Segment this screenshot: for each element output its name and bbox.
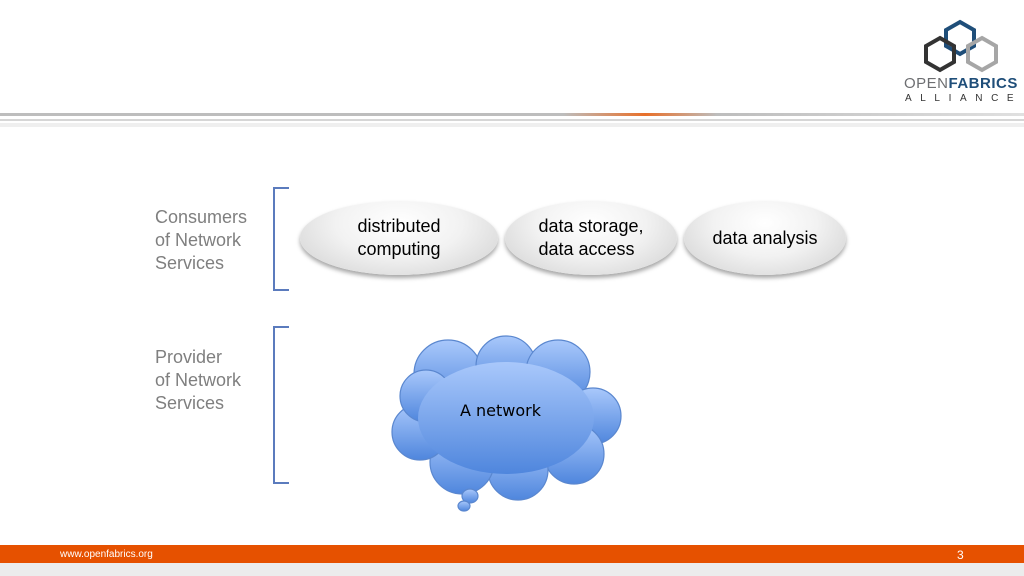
consumer-oval-distributed-computing: distributed computing bbox=[300, 201, 498, 275]
consumer-oval-data-analysis: data analysis bbox=[684, 201, 846, 275]
consumer-oval-data-storage: data storage, data access bbox=[505, 201, 677, 275]
footer-underlay bbox=[0, 563, 1024, 576]
consumer-oval-label: data storage, data access bbox=[538, 216, 644, 259]
consumer-oval-label: distributed computing bbox=[357, 216, 441, 259]
consumer-oval-label: data analysis bbox=[712, 227, 818, 248]
provider-bracket bbox=[273, 326, 289, 484]
logo-wordmark-fabrics: FABRICS bbox=[948, 75, 1018, 92]
slide-number: 3 bbox=[957, 548, 964, 562]
logo-wordmark: OPENFABRICS bbox=[904, 75, 1018, 92]
footer-bar bbox=[0, 545, 1024, 563]
logo-subtitle: ALLIANCE bbox=[905, 93, 1023, 104]
footer-url-link[interactable]: www.openfabrics.org bbox=[60, 549, 153, 560]
logo-wordmark-open: OPEN bbox=[904, 75, 949, 92]
network-cloud-label: A network bbox=[460, 401, 542, 420]
openfabrics-logo-icon bbox=[924, 19, 998, 73]
provider-label: Provider of Network Services bbox=[155, 347, 242, 413]
network-cloud-icon bbox=[391, 335, 622, 512]
consumers-bracket bbox=[273, 187, 289, 291]
header-rule bbox=[0, 113, 1024, 127]
consumers-label: Consumers of Network Services bbox=[155, 207, 248, 273]
